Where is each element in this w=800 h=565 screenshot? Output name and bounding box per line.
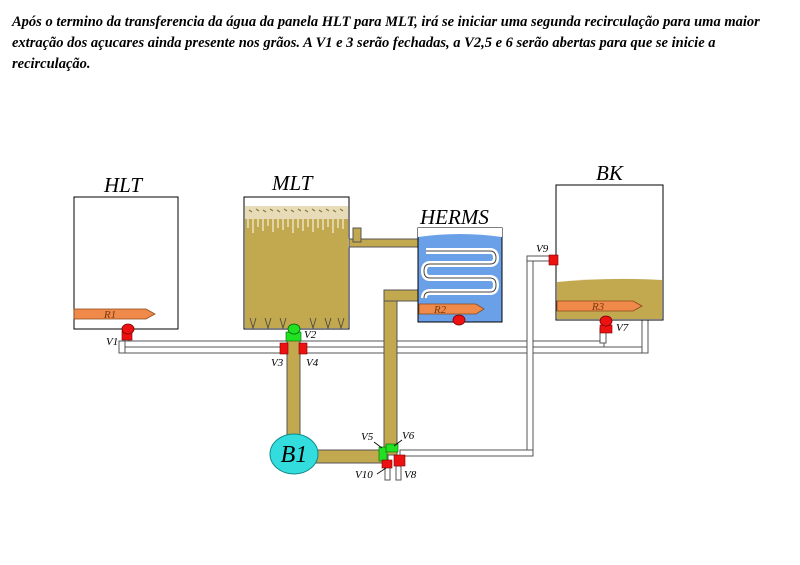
herms-water-surface [418,228,502,237]
valve-v1-sensor-icon [121,323,135,335]
valve-v3[interactable] [279,342,289,355]
valve-v5-label: V5 [361,431,374,443]
hlt-vessel [73,196,179,330]
pipe-v8-drop [395,465,402,481]
mlt-grain-texture [248,208,344,213]
wort-pipes [286,227,422,464]
mlt-tank: MLT [243,171,350,330]
valve-v6[interactable] [385,443,399,453]
bk-tank: R3 BK [555,161,664,321]
valve-v8-label: V8 [404,469,417,481]
mlt-grain-roots [247,219,344,233]
hlt-tank: R1 HLT [73,173,179,330]
resistance-r2-element [418,303,485,315]
bk-title: BK [596,161,624,185]
valve-v2-label: V2 [304,329,317,341]
valve-v6-pointer-icon [393,439,403,447]
herms-coil-outline [423,250,497,299]
mlt-false-bottom [249,317,345,330]
resistance-r3-element [556,300,643,312]
valve-v3-label: V3 [271,357,284,369]
valve-v4[interactable] [298,342,308,355]
valve-v1-label: V1 [106,336,118,348]
pump-b1-body [269,433,319,475]
valve-v4-label: V4 [306,357,319,369]
resistance-r3-label: R3 [591,301,605,313]
valve-v9[interactable] [548,254,559,266]
pipe-to-bk-bottom [399,449,534,457]
pump-b1[interactable]: B1 [269,433,319,475]
pump-b1-label: B1 [281,442,308,468]
valve-v10[interactable] [381,459,393,469]
pipe-mlt-outlet [286,332,301,452]
pipe-mlt-to-herms-v [352,227,362,243]
valve-v6-label: V6 [402,430,415,442]
pipe-right-riser [641,319,649,354]
resistance-r1-element [73,308,156,320]
valve-v10-label: V10 [355,469,373,481]
valve-v5-pointer-icon [373,441,383,449]
herms-tank: R2 HERMS [417,205,503,326]
valve-v8[interactable] [393,454,406,467]
pipe-herms-return-v [383,289,398,456]
resistance-r1-label: R1 [103,309,116,321]
mlt-wort [245,206,348,328]
hlt-title: HLT [103,173,143,197]
pipe-pump-to-manifold [315,449,389,464]
valve-v10-pointer-icon [376,467,387,475]
bk-wort [557,278,662,319]
pipe-left-drop [118,340,126,354]
valve-v2-sensor-icon [287,323,301,335]
valve-v7-sensor-icon [599,315,613,327]
pipe-herms-return-h [383,289,421,302]
valve-v1[interactable] [121,323,135,341]
valve-v7-label: V7 [616,322,629,334]
valve-v2[interactable] [285,323,302,342]
herms-sensor-icon [452,314,466,326]
caption-text: Após o termino da transferencia da água … [12,14,760,72]
herms-title: HERMS [419,205,489,229]
resistance-r2-label: R2 [433,304,447,316]
mlt-title: MLT [271,171,314,195]
mlt-grain-bed [245,206,348,219]
pipe-bk-feed [526,255,534,451]
valve-v9-label: V9 [536,243,549,255]
